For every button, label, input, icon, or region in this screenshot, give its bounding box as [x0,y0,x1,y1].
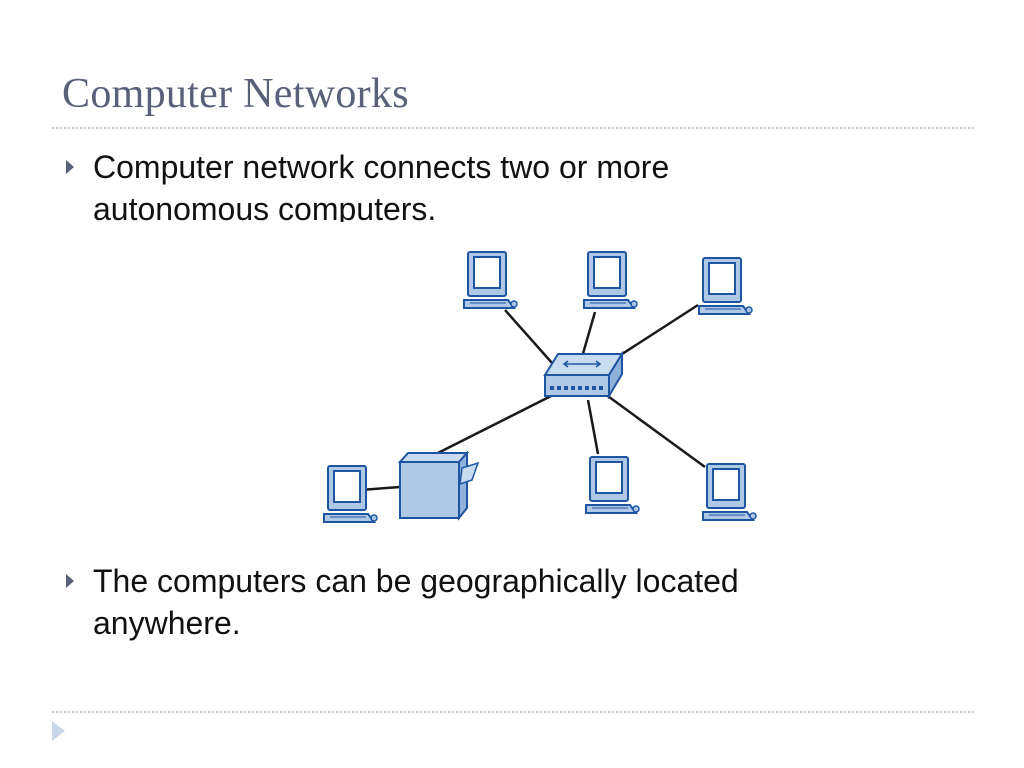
computer-top-left-icon [463,251,518,309]
triangle-bullet-icon [66,160,74,174]
computer-bottom-left-icon [323,465,378,523]
slide-title: Computer Networks [62,71,409,117]
computer-top-right-icon [698,257,753,315]
slide-nav-arrow-icon[interactable] [52,721,65,741]
footer-divider [52,711,974,713]
bullet-text-2: The computers can be geographically loca… [93,563,739,641]
title-divider [52,127,974,129]
computer-bottom-center-icon [585,456,640,514]
link-switch-pc-bottom-center [586,399,600,455]
computer-bottom-right-icon [702,463,757,521]
triangle-bullet-icon [66,574,74,588]
bullet-text-1: Computer network connects two or more au… [93,149,670,227]
network-diagram [300,222,757,523]
bullet-item-1: Computer network connects two or more au… [66,146,853,230]
network-switch-icon [543,350,624,400]
computer-top-center-icon [583,251,638,309]
bullet-item-2: The computers can be geographically loca… [66,560,893,644]
diagram-backdrop [300,222,480,232]
link-switch-pc-bottom-right [604,392,706,469]
link-switch-pc-top-left [504,309,561,373]
link-switch-printer [429,392,556,459]
printer-icon [397,450,480,521]
